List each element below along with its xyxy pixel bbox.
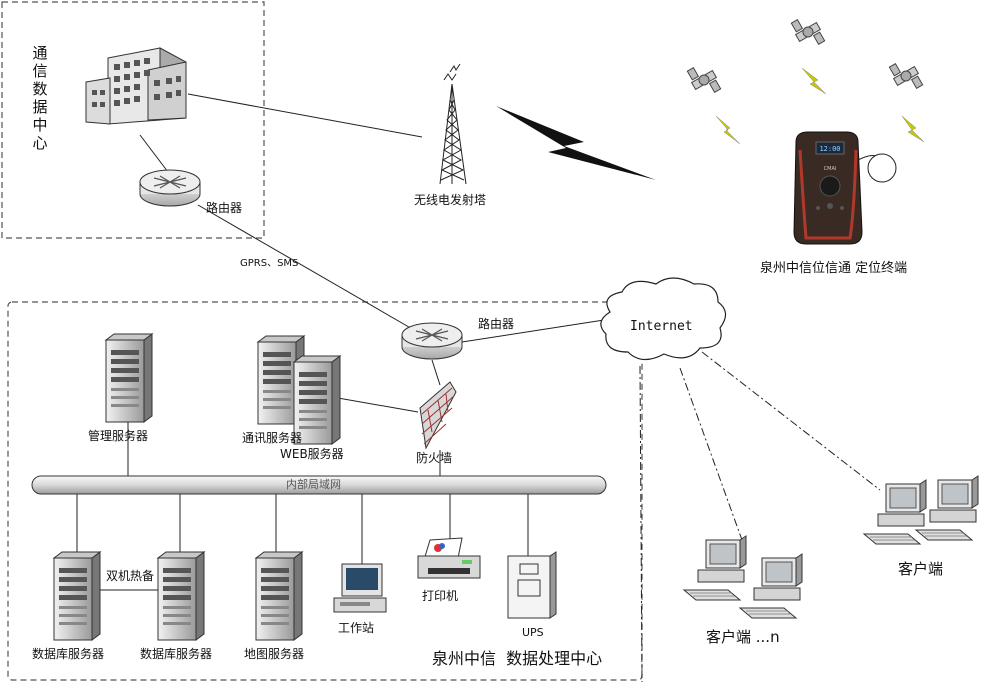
center-title: 泉州中信 数据处理中心 xyxy=(432,649,602,668)
ups-icon xyxy=(507,551,557,619)
gps-terminal-icon xyxy=(793,131,897,245)
device-brand: CMAI xyxy=(824,166,837,172)
svg-text:数: 数 xyxy=(32,80,47,98)
client-pc-icon xyxy=(863,479,927,545)
mgmt-server-label: 管理服务器 xyxy=(88,428,148,443)
management-server-icon xyxy=(105,333,153,423)
printer-icon xyxy=(417,537,481,579)
satellite-icon xyxy=(888,63,924,89)
db-server-icon xyxy=(157,551,205,641)
signal-bolts xyxy=(715,67,925,145)
firewall-icon xyxy=(419,381,457,450)
svg-text:通: 通 xyxy=(32,44,47,62)
svg-text:据: 据 xyxy=(32,98,47,116)
lan-bus xyxy=(31,475,607,495)
comm-center-label: 通 信 数 据 中 心 xyxy=(32,44,47,152)
satellite-icon xyxy=(790,19,826,45)
map-server-label: 地图服务器 xyxy=(244,646,304,661)
internet-cloud-icon xyxy=(600,277,727,361)
client-left-label: 客户端 ...n xyxy=(706,628,780,646)
ups-label: UPS xyxy=(522,626,544,639)
svg-text:中: 中 xyxy=(32,116,47,134)
router-top-icon xyxy=(139,169,201,207)
satellite-icon xyxy=(686,67,722,93)
hot-standby-label: 双机热备 xyxy=(106,569,154,583)
comm-server-label: 通讯服务器 xyxy=(242,430,302,445)
office-building-icon xyxy=(85,47,187,125)
wireless-signal-icon xyxy=(496,106,656,180)
db-server-1-label: 数据库服务器 xyxy=(32,646,104,661)
db-server-2-label: 数据库服务器 xyxy=(140,646,212,661)
client-pc-icon xyxy=(739,553,803,619)
workstation-icon xyxy=(333,563,387,613)
svg-text:心: 心 xyxy=(32,134,47,152)
workstation-label: 工作站 xyxy=(338,621,374,635)
device-screen: 12:00 xyxy=(819,145,840,153)
router-mid-label: 路由器 xyxy=(478,316,514,331)
svg-text:信: 信 xyxy=(32,62,47,80)
processing-center-box xyxy=(7,301,643,681)
terminal-label: 泉州中信位信通 定位终端 xyxy=(760,260,907,276)
client-pc-icon xyxy=(683,535,747,601)
comm-center-box xyxy=(1,1,265,239)
db-server-icon xyxy=(53,551,101,641)
web-server-label: WEB服务器 xyxy=(280,446,344,461)
router-top-label: 路由器 xyxy=(206,200,242,215)
lan-label: 内部局域网 xyxy=(286,477,341,491)
map-server-icon xyxy=(255,551,303,641)
internet-label: Internet xyxy=(630,319,693,334)
router-mid-icon xyxy=(401,322,463,360)
radio-tower-icon xyxy=(439,63,467,185)
connection-lines xyxy=(76,93,881,682)
client-right-label: 客户端 xyxy=(898,560,943,578)
gprs-sms-label: GPRS、SMS xyxy=(240,258,298,269)
firewall-label: 防火墙 xyxy=(416,450,452,465)
printer-label: 打印机 xyxy=(422,589,458,603)
tower-label: 无线电发射塔 xyxy=(414,192,486,207)
